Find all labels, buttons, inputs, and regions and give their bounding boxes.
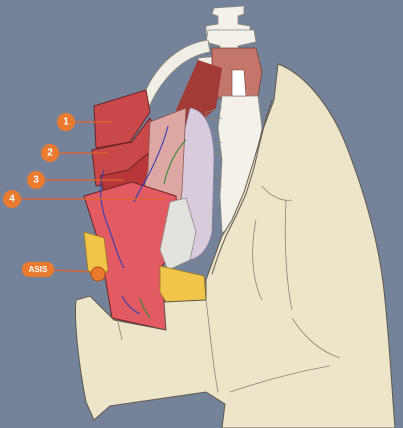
fold-2 [284, 199, 293, 311]
marker-3-text: 3 [33, 175, 39, 186]
fold-7 [117, 321, 123, 341]
nerve-blue-3 [121, 295, 141, 315]
spinal-canal [231, 69, 247, 97]
marker-1-text: 1 [63, 117, 69, 128]
nerves [99, 125, 187, 319]
marker-2 [41, 144, 59, 162]
muscle-layer-1 [93, 89, 151, 149]
bone-wedge [159, 197, 197, 271]
asis-label-text: ASIS [29, 265, 48, 274]
annotations: 1 2 3 4 ASIS [3, 113, 166, 282]
skin-body [74, 63, 396, 428]
psoas-upper [176, 60, 222, 132]
marker-1 [57, 113, 75, 131]
nerve-green-1 [163, 139, 187, 185]
abdominal-wall-muscles [83, 89, 197, 331]
asis-label-bg [22, 262, 54, 277]
fold-5 [205, 299, 219, 393]
fold-4 [291, 317, 341, 359]
marker-4-text: 4 [9, 194, 15, 205]
skin-folds [117, 185, 341, 393]
asis-point [90, 266, 106, 282]
fold-1 [261, 185, 293, 201]
nerve-green-2 [139, 297, 151, 319]
fold-6 [229, 365, 331, 393]
marker-4 [3, 190, 21, 208]
fold-3 [252, 219, 263, 301]
skin-flap-edge [211, 99, 273, 275]
marker-2-text: 2 [47, 148, 53, 159]
asis-leader-line [51, 269, 93, 273]
nerve-blue-2 [99, 169, 125, 269]
marker-3 [27, 171, 45, 189]
nerve-blue-1 [133, 125, 169, 203]
